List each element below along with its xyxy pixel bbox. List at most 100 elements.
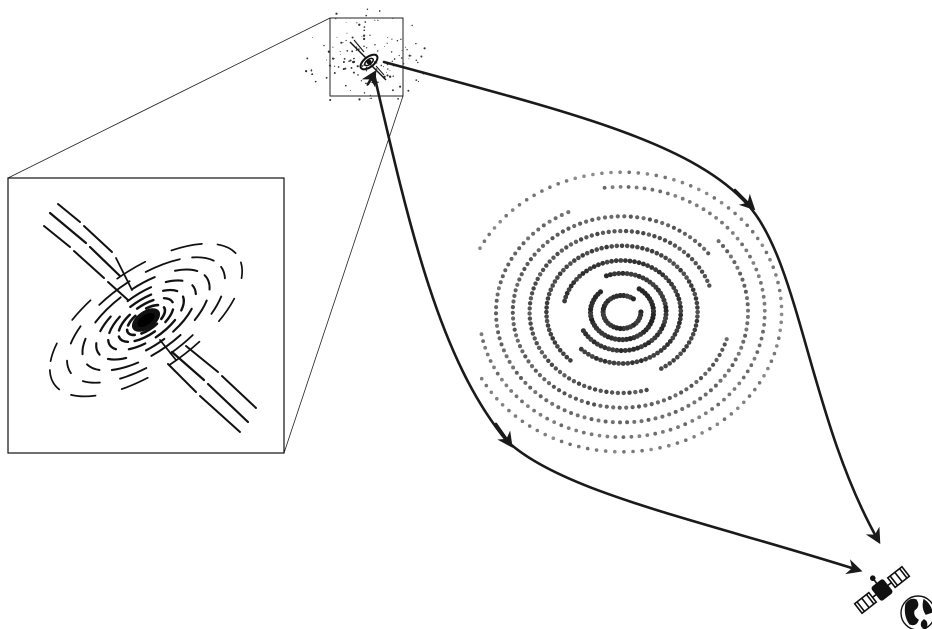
- galaxy-dot: [615, 244, 620, 249]
- speckle-dot: [408, 58, 409, 59]
- galaxy-dot: [690, 419, 694, 423]
- speckle-dot: [400, 39, 401, 40]
- galaxy-dot: [748, 394, 752, 398]
- speckle-dot: [344, 58, 346, 60]
- galaxy-dot: [737, 382, 741, 386]
- galaxy-dot: [780, 305, 784, 309]
- galaxy-dot: [550, 336, 555, 341]
- galaxy-dot: [732, 260, 736, 264]
- galaxy-dot: [513, 252, 517, 256]
- speckle-dot: [370, 98, 371, 99]
- galaxy-dot: [744, 249, 748, 253]
- galaxy-dot: [603, 359, 608, 364]
- galaxy-dot: [522, 241, 526, 245]
- galaxy-dot: [611, 420, 615, 424]
- galaxy-dot: [711, 363, 715, 367]
- galaxy-dot: [542, 223, 546, 227]
- galaxy-dot: [580, 399, 584, 403]
- galaxy-dot: [697, 188, 701, 192]
- galaxy-dot: [552, 420, 556, 424]
- galaxy-dot: [609, 259, 614, 264]
- speckle-dot: [343, 42, 344, 43]
- galaxy-dot: [763, 302, 767, 306]
- galaxy-dot: [547, 381, 551, 385]
- speckle-dot: [340, 42, 342, 44]
- galaxy-dot: [661, 430, 665, 434]
- galaxy-dot: [642, 216, 646, 220]
- galaxy-dot: [514, 333, 518, 337]
- speckle-dot: [358, 24, 360, 26]
- galaxy-dot: [625, 420, 629, 424]
- galaxy-dot: [532, 409, 536, 413]
- galaxy-dot: [639, 358, 644, 363]
- galaxy-dot: [695, 305, 700, 310]
- galaxy-dot: [591, 173, 595, 177]
- galaxy-dot: [533, 336, 537, 340]
- galaxy-dot: [645, 433, 649, 437]
- galaxy-dot: [646, 325, 651, 330]
- galaxy-dot: [667, 412, 671, 416]
- speckle-dot: [366, 70, 367, 71]
- galaxy-dot: [540, 350, 544, 354]
- galaxy-dot: [725, 337, 729, 341]
- speckle-dot: [377, 50, 378, 51]
- galaxy-dot: [605, 260, 610, 265]
- galaxy-dot: [538, 272, 542, 276]
- galaxy-dot: [550, 283, 555, 288]
- speckle-dot: [343, 61, 345, 63]
- galaxy-dot: [708, 212, 712, 216]
- galaxy-dot: [691, 332, 696, 337]
- speckle-dot: [363, 29, 365, 31]
- galaxy-dot: [603, 186, 607, 190]
- galaxy-dot: [590, 249, 595, 254]
- galaxy-dot: [574, 429, 578, 433]
- galaxy-dot: [704, 393, 708, 397]
- galaxy-dot: [543, 433, 547, 437]
- galaxy-dot: [635, 245, 640, 250]
- galaxy-dot: [560, 248, 564, 252]
- galaxy-dot: [621, 361, 626, 366]
- galaxy-dot: [514, 288, 518, 292]
- galaxy-dot: [689, 336, 694, 341]
- galaxy-dot: [562, 391, 566, 395]
- galaxy-dot: [731, 363, 735, 367]
- galaxy-dot: [517, 246, 521, 250]
- galaxy-dot: [629, 215, 633, 219]
- galaxy-dot: [486, 353, 490, 357]
- galaxy-dot: [698, 243, 702, 247]
- galaxy-dot: [607, 360, 612, 365]
- galaxy-dot: [702, 207, 706, 211]
- galaxy-dot: [590, 417, 594, 421]
- galaxy-dot: [580, 253, 585, 258]
- galaxy-dot: [742, 284, 746, 288]
- galaxy-dot: [751, 230, 755, 234]
- galaxy-dot: [632, 259, 637, 264]
- galaxy-dot: [581, 328, 586, 333]
- galaxy-dot: [631, 296, 636, 301]
- galaxy-dot: [493, 226, 497, 230]
- galaxy-dot: [660, 221, 664, 225]
- galaxy-dot: [531, 232, 535, 236]
- speckle-dot: [357, 74, 359, 76]
- galaxy-dot: [537, 248, 541, 252]
- galaxy-dot: [533, 390, 537, 394]
- galaxy-dot: [498, 220, 502, 224]
- galaxy-dot: [536, 228, 540, 232]
- galaxy-dot: [594, 247, 599, 252]
- galaxy-dot: [528, 301, 532, 305]
- galaxy-dot: [733, 387, 737, 391]
- galaxy-dot: [515, 283, 519, 287]
- galaxy-dot: [550, 402, 554, 406]
- galaxy-dot: [568, 394, 572, 398]
- galaxy-dot: [776, 281, 780, 285]
- galaxy-dot: [511, 299, 515, 303]
- galaxy-dot: [720, 348, 724, 352]
- galaxy-dot: [662, 398, 666, 402]
- galaxy-dot: [635, 186, 639, 190]
- galaxy-dot: [673, 194, 677, 198]
- galaxy-dot: [741, 278, 745, 282]
- galaxy-dot: [623, 258, 628, 263]
- galaxy-dot: [516, 339, 520, 343]
- galaxy-dot: [720, 201, 724, 205]
- galaxy-dot: [675, 265, 680, 270]
